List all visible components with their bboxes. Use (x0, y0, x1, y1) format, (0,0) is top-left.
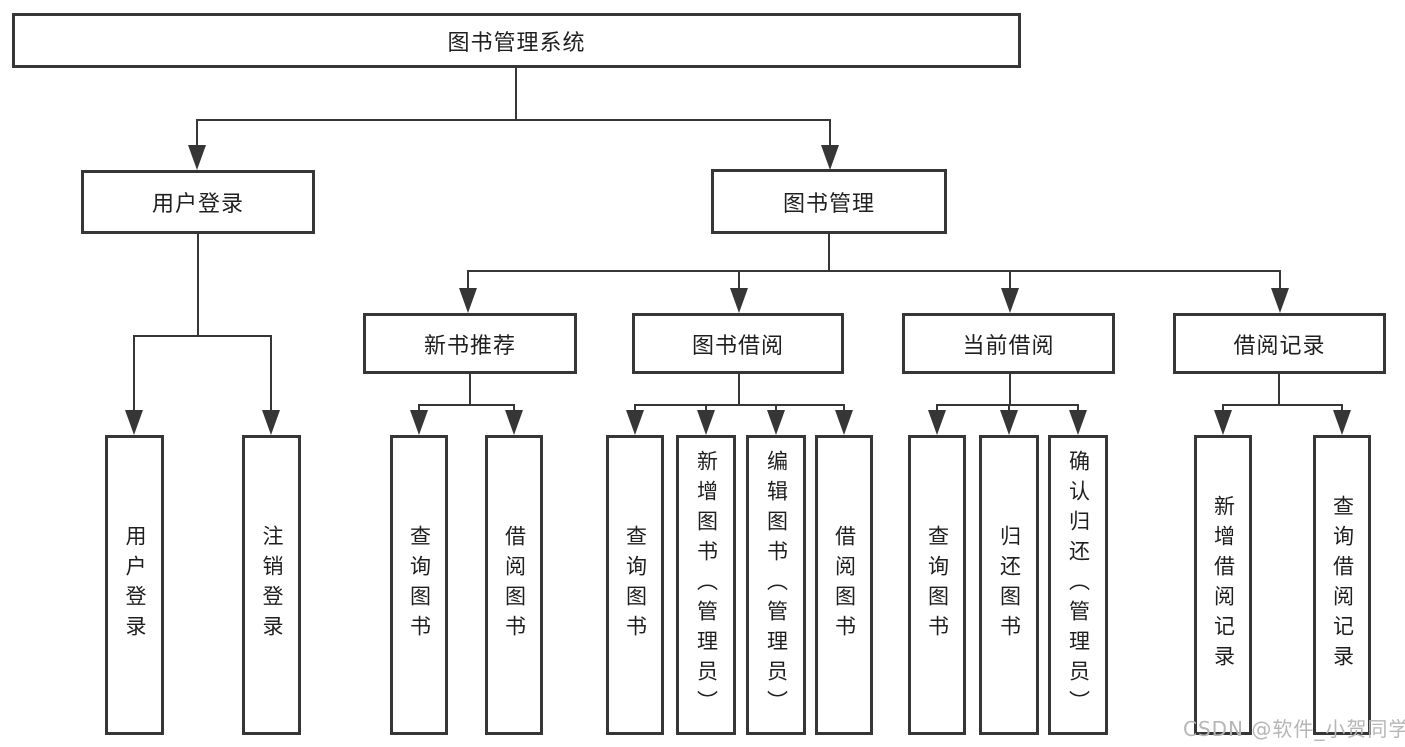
leaf-return-books: 归还图书 (979, 435, 1039, 735)
node-label: 借阅图书 (832, 525, 857, 645)
connector-vline (705, 404, 707, 414)
arrowhead-down-icon (505, 410, 523, 435)
arrowhead-down-icon (1271, 288, 1289, 313)
arrowhead-down-icon (262, 410, 280, 435)
connector-vline (1222, 404, 1224, 414)
arrowhead-down-icon (1333, 410, 1351, 435)
node-label: 当前借阅 (962, 333, 1055, 359)
connector-hline (467, 270, 1281, 272)
connector-hline (196, 119, 831, 121)
leaf-query-borrow-record: 查询借阅记录 (1313, 435, 1371, 735)
node-label: 新增借阅记录 (1211, 495, 1236, 675)
connector-hline (133, 335, 272, 337)
node-label: 新书推荐 (423, 333, 516, 359)
arrowhead-down-icon (835, 410, 853, 435)
leaf-add-borrow-record: 新增借阅记录 (1194, 435, 1252, 735)
leaf-confirm-return-admin: 确认归还（管理员） (1048, 435, 1108, 735)
connector-vline (1009, 270, 1011, 290)
arrowhead-down-icon (928, 410, 946, 435)
connector-vline (634, 404, 636, 414)
node-label: 新增图书（管理员） (694, 450, 719, 720)
node-book-borrowing: 图书借阅 (632, 313, 844, 374)
node-system-root: 图书管理系统 (12, 13, 1021, 68)
node-label: 用户登录 (151, 192, 244, 217)
node-label: 查询图书 (407, 525, 432, 645)
node-new-book-recommendation: 新书推荐 (363, 313, 577, 374)
arrowhead-down-icon (697, 410, 715, 435)
arrowhead-down-icon (626, 410, 644, 435)
connector-vline (197, 234, 199, 337)
arrowhead-down-icon (1214, 410, 1232, 435)
arrowhead-down-icon (821, 145, 839, 170)
arrowhead-down-icon (188, 145, 206, 170)
arrowhead-down-icon (1069, 410, 1087, 435)
connector-vline (843, 404, 845, 414)
node-label: 图书管理 (782, 191, 875, 217)
connector-vline (828, 234, 830, 272)
leaf-logout: 注销登录 (242, 435, 301, 735)
leaf-borrow-books-2: 借阅图书 (815, 435, 873, 735)
connector-vline (418, 404, 420, 414)
connector-vline (515, 68, 517, 121)
connector-vline (775, 404, 777, 414)
node-book-management: 图书管理 (711, 169, 947, 234)
connector-vline (196, 119, 198, 149)
connector-vline (467, 270, 469, 290)
node-label: 编辑图书（管理员） (764, 450, 789, 720)
connector-vline (738, 270, 740, 290)
connector-vline (1008, 404, 1010, 414)
arrowhead-down-icon (410, 410, 428, 435)
node-user-login-group: 用户登录 (81, 170, 315, 234)
node-label: 借阅记录 (1233, 333, 1326, 359)
leaf-add-books-admin: 新增图书（管理员） (676, 435, 736, 735)
connector-vline (469, 374, 471, 406)
leaf-edit-books-admin: 编辑图书（管理员） (746, 435, 806, 735)
connector-hline (418, 404, 515, 406)
arrowhead-down-icon (730, 288, 748, 313)
node-label: 图书借阅 (691, 333, 784, 359)
leaf-user-login: 用户登录 (105, 435, 164, 735)
arrowhead-down-icon (1001, 288, 1019, 313)
connector-vline (829, 119, 831, 149)
connector-vline (1341, 404, 1343, 414)
node-current-borrowing: 当前借阅 (902, 313, 1115, 374)
node-label: 查询图书 (623, 525, 648, 645)
connector-vline (738, 374, 740, 406)
node-label: 查询图书 (925, 525, 950, 645)
connector-hline (936, 404, 1079, 406)
leaf-query-books-2: 查询图书 (606, 435, 664, 735)
connector-vline (1009, 374, 1011, 406)
connector-vline (513, 404, 515, 414)
leaf-borrow-books-1: 借阅图书 (485, 435, 543, 735)
connector-vline (1077, 404, 1079, 414)
arrowhead-down-icon (125, 410, 143, 435)
connector-vline (1278, 374, 1280, 406)
connector-vline (270, 335, 272, 413)
node-label: 图书管理系统 (447, 30, 586, 56)
arrowhead-down-icon (767, 410, 785, 435)
node-label: 借阅图书 (502, 525, 527, 645)
arrowhead-down-icon (459, 288, 477, 313)
node-borrowing-records: 借阅记录 (1173, 313, 1386, 374)
node-label: 查询借阅记录 (1330, 495, 1355, 675)
node-label: 注销登录 (260, 525, 284, 645)
connector-hline (1222, 404, 1343, 406)
node-label: 归还图书 (997, 525, 1022, 645)
node-label: 确认归还（管理员） (1066, 450, 1091, 720)
arrowhead-down-icon (1000, 410, 1018, 435)
connector-vline (133, 335, 135, 413)
node-label: 用户登录 (123, 525, 147, 645)
leaf-query-books-3: 查询图书 (908, 435, 966, 735)
leaf-query-books-1: 查询图书 (390, 435, 448, 735)
connector-hline (634, 404, 845, 406)
connector-vline (936, 404, 938, 414)
connector-vline (1279, 270, 1281, 290)
csdn-watermark: CSDN @软件_小贺同学 (1183, 717, 1405, 741)
